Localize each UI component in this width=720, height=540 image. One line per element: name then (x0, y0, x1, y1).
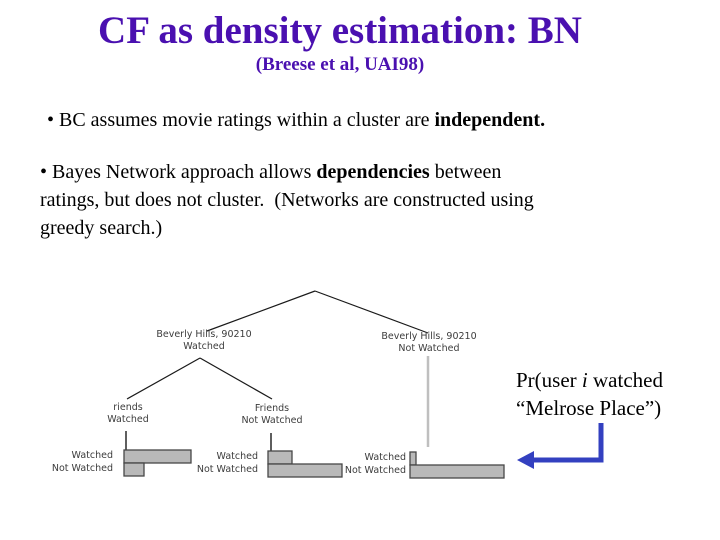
slide-subtitle: (Breese et al, UAI98) (255, 54, 425, 75)
blue-arrow-line (532, 423, 604, 463)
bar-group3-notwatched (409, 464, 505, 479)
bar-group1-notwatched (123, 462, 145, 477)
bar-labels-group3: Watched Not Watched (344, 452, 406, 476)
decision-tree-diagram (123, 290, 604, 479)
branch-watched-to-friends-watched (126, 357, 201, 400)
branch-root-to-notwatched (314, 290, 429, 334)
bullet-bc-independence: • BC assumes movie ratings within a clus… (47, 106, 667, 134)
annotation-text-pre: Pr(user (516, 368, 582, 392)
bar-group1-watched (123, 449, 192, 464)
node-friends-watched: riends Watched (107, 402, 149, 425)
bar-group2-watched (267, 450, 293, 465)
node-friends-notwatched: Friends Not Watched (241, 403, 303, 426)
slide-header: CF as density estimation: BN (Breese et … (0, 10, 680, 76)
probability-annotation: Pr(user i watched “Melrose Place”) (516, 366, 706, 422)
blue-arrow-head-icon (517, 451, 534, 469)
node-bh90210-notwatched: Beverly Hills, 90210 Not Watched (381, 331, 477, 354)
bullet-1-text: • BC assumes movie ratings within a clus… (47, 109, 435, 131)
bullet-2-bold-text: dependencies (316, 161, 430, 183)
annotation-italic-i: i (581, 368, 588, 392)
bar-labels-group2: Watched Not Watched (196, 451, 258, 475)
node-bh90210-watched: Beverly Hills, 90210 Watched (156, 329, 252, 352)
branch-root-to-watched (206, 290, 316, 332)
bar-group2-notwatched (267, 463, 343, 478)
bullet-bayes-network: • Bayes Network approach allows dependen… (40, 158, 670, 242)
annotation-text-post: watched “Melrose Place”) (516, 368, 663, 420)
slide-title: CF as density estimation: BN (98, 9, 582, 52)
branch-watched-to-friends-notwatched (199, 357, 273, 400)
bullet-2-text-pre: • Bayes Network approach allows (40, 161, 317, 183)
bar-labels-group1: Watched Not Watched (51, 450, 113, 474)
bullet-2-text-post: between ratings, but does not cluster. (… (40, 161, 534, 239)
bar-group3-watched (409, 451, 417, 466)
bullet-1-bold-text: independent. (434, 109, 546, 131)
